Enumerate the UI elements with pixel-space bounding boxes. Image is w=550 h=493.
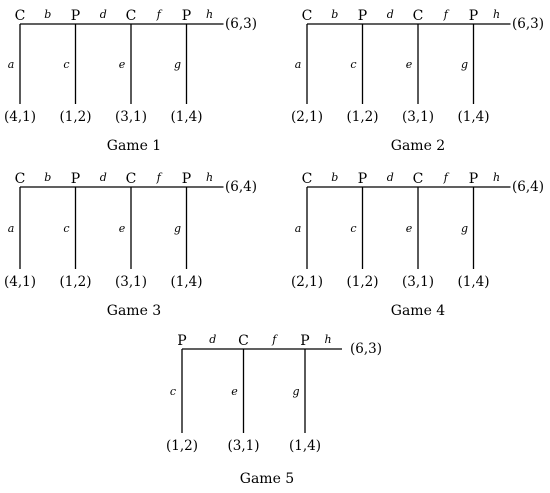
payoff-label-end: (6,3) — [350, 341, 382, 357]
action-label-down: c — [63, 58, 69, 71]
player-label: C — [126, 8, 137, 24]
action-label-down: a — [295, 222, 302, 235]
payoff-label-end: (6,3) — [512, 16, 544, 32]
action-label-across: h — [493, 171, 500, 184]
player-label: C — [15, 171, 26, 187]
player-label: P — [182, 8, 191, 24]
payoff-label: (4,1) — [4, 109, 36, 125]
player-label: P — [358, 8, 367, 24]
action-label-across: d — [387, 171, 394, 184]
action-label-down: e — [406, 222, 413, 235]
payoff-label: (1,4) — [457, 274, 489, 290]
action-label-across: f — [443, 171, 450, 184]
action-label-across: d — [100, 8, 107, 21]
game-caption: Game 4 — [391, 303, 446, 319]
player-label: P — [469, 8, 478, 24]
action-label-down: g — [292, 385, 299, 398]
action-label-across: d — [100, 171, 107, 184]
payoff-label: (1,2) — [59, 274, 91, 290]
payoff-label: (1,4) — [170, 109, 202, 125]
payoff-label-end: (6,4) — [225, 179, 257, 195]
payoff-label: (1,4) — [170, 274, 202, 290]
action-label-down: a — [295, 58, 302, 71]
action-label-across: b — [331, 8, 338, 21]
player-label: P — [358, 171, 367, 187]
payoff-label: (3,1) — [402, 274, 434, 290]
action-label-across: f — [443, 8, 450, 21]
payoff-label-end: (6,4) — [512, 179, 544, 195]
player-label: P — [71, 171, 80, 187]
payoff-label: (2,1) — [291, 274, 323, 290]
player-label: C — [15, 8, 26, 24]
action-label-across: h — [206, 171, 213, 184]
action-label-down: c — [350, 222, 356, 235]
action-label-down: c — [170, 385, 176, 398]
game-caption: Game 1 — [107, 138, 161, 154]
payoff-label: (3,1) — [402, 109, 434, 125]
game-caption: Game 2 — [391, 138, 445, 154]
action-label-down: e — [231, 385, 238, 398]
player-label: C — [126, 171, 137, 187]
payoff-label: (1,2) — [166, 438, 198, 454]
action-label-down: e — [119, 222, 126, 235]
action-label-across: h — [324, 333, 331, 346]
payoff-label: (1,2) — [346, 109, 378, 125]
game-caption: Game 5 — [240, 471, 294, 487]
action-label-across: b — [44, 8, 51, 21]
action-label-across: b — [44, 171, 51, 184]
action-label-down: a — [8, 222, 15, 235]
action-label-down: c — [63, 222, 69, 235]
player-label: P — [177, 333, 186, 349]
player-label: C — [413, 171, 424, 187]
action-label-down: g — [461, 58, 468, 71]
player-label: P — [182, 171, 191, 187]
player-label: C — [413, 8, 424, 24]
action-label-across: d — [387, 8, 394, 21]
action-label-across: b — [331, 171, 338, 184]
payoff-label: (1,4) — [289, 438, 321, 454]
player-label: P — [71, 8, 80, 24]
player-label: C — [302, 171, 313, 187]
action-label-down: g — [174, 58, 181, 71]
action-label-across: d — [209, 333, 216, 346]
action-label-across: f — [156, 171, 163, 184]
payoff-label: (1,4) — [457, 109, 489, 125]
payoff-label-end: (6,3) — [225, 16, 257, 32]
action-label-down: e — [406, 58, 413, 71]
payoff-label: (1,2) — [346, 274, 378, 290]
player-label: C — [238, 333, 249, 349]
player-label: C — [302, 8, 313, 24]
action-label-across: f — [271, 333, 278, 346]
action-label-down: e — [119, 58, 126, 71]
game-caption: Game 3 — [107, 303, 161, 319]
payoff-label: (1,2) — [59, 109, 91, 125]
payoff-label: (2,1) — [291, 109, 323, 125]
payoff-label: (3,1) — [115, 109, 147, 125]
action-label-down: g — [461, 222, 468, 235]
action-label-across: h — [206, 8, 213, 21]
action-label-down: g — [174, 222, 181, 235]
action-label-down: a — [8, 58, 15, 71]
payoff-label: (3,1) — [115, 274, 147, 290]
player-label: P — [300, 333, 309, 349]
payoff-label: (3,1) — [227, 438, 259, 454]
payoff-label: (4,1) — [4, 274, 36, 290]
player-label: P — [469, 171, 478, 187]
action-label-across: f — [156, 8, 163, 21]
action-label-down: c — [350, 58, 356, 71]
action-label-across: h — [493, 8, 500, 21]
